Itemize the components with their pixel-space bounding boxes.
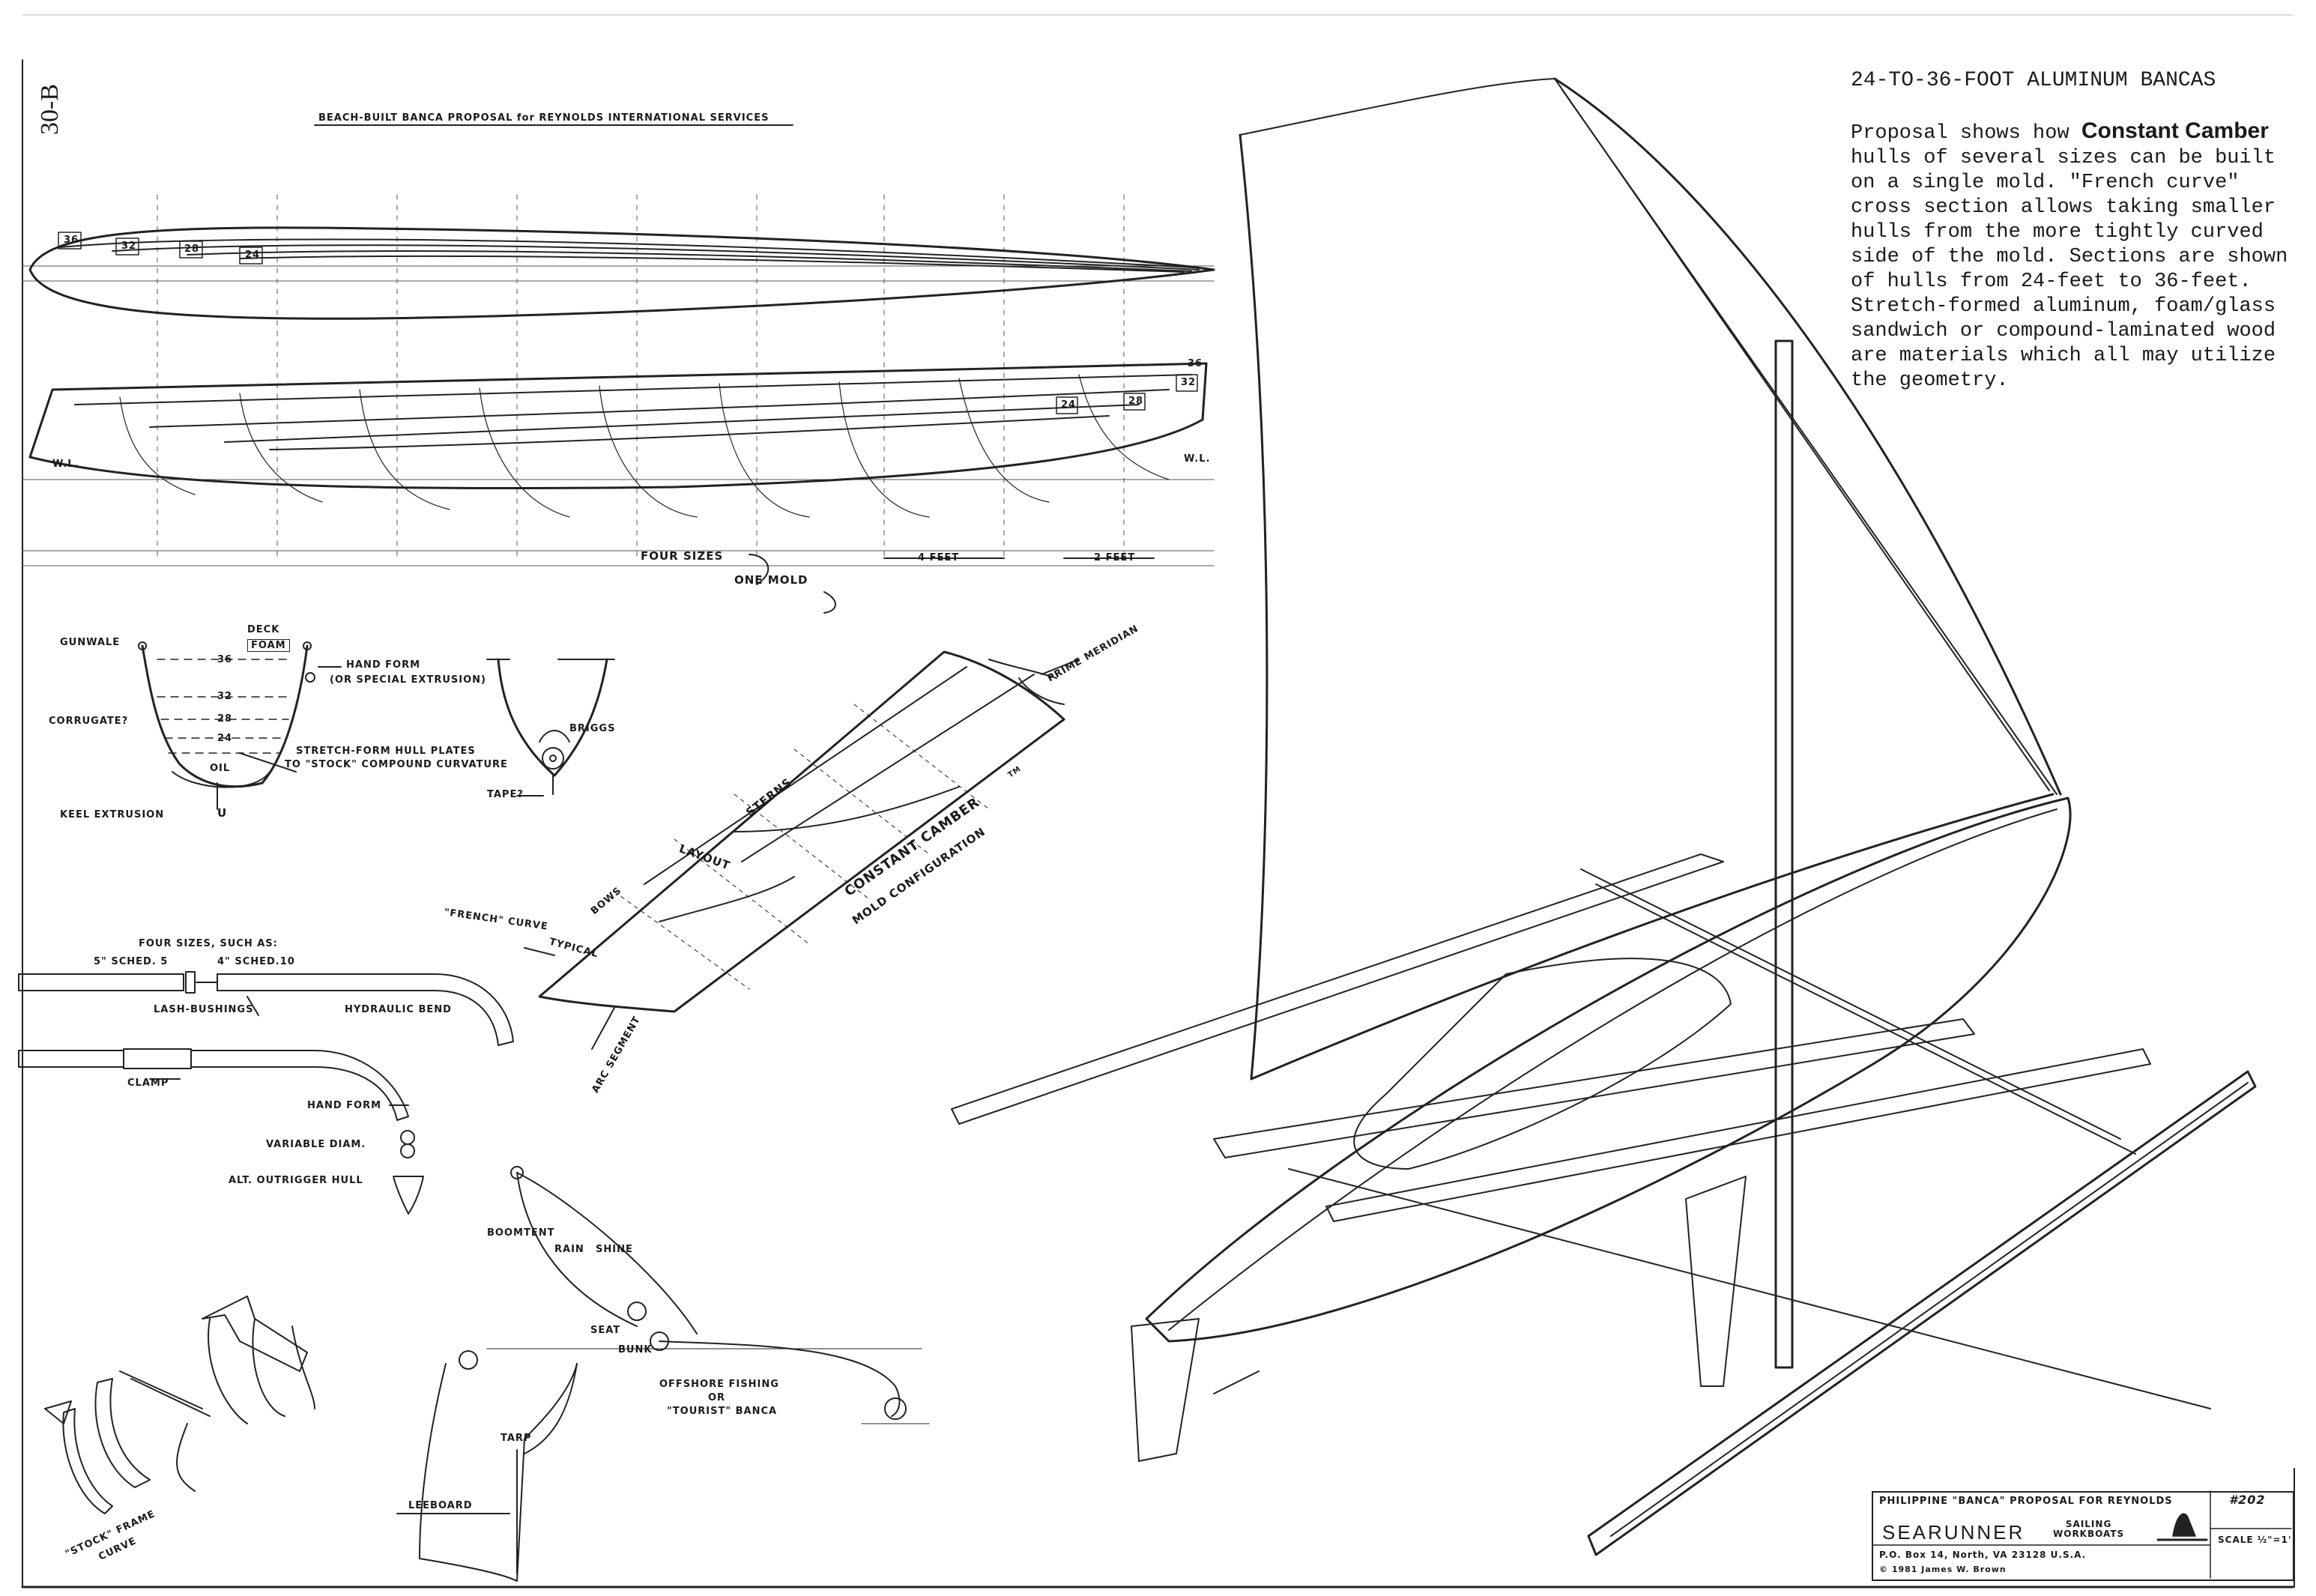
gunwale-label: GUNWALE — [60, 637, 121, 648]
size-tag-32: 32 — [121, 241, 137, 252]
rain-label: RAIN — [554, 1244, 584, 1255]
drawing-number: #202 — [2229, 1493, 2266, 1507]
clamp-label: CLAMP — [127, 1077, 169, 1089]
size-tag-36: 36 — [64, 235, 79, 246]
special-extrusion-label: (OR SPECIAL EXTRUSION) — [330, 674, 486, 686]
briggs-label: BRIGGS — [569, 723, 616, 734]
profile-tag-28: 28 — [1128, 396, 1144, 407]
deck-label: DECK — [247, 624, 280, 635]
alt-outrigger-label: ALT. OUTRIGGER HULL — [229, 1175, 363, 1186]
dimension-2-feet: 2 FEET — [1094, 552, 1136, 563]
variable-diameter-label: VARIABLE DIAM. — [266, 1139, 366, 1150]
hand-form-label: HAND FORM — [346, 659, 421, 671]
cross-section — [138, 641, 615, 810]
hull-plan-view — [22, 124, 1215, 614]
sched-5-label: 5" SCHED. 5 — [94, 956, 169, 967]
stretch-form-label-1: STRETCH-FORM HULL PLATES — [296, 746, 476, 757]
title-block-address: P.O. Box 14, North, VA 23128 U.S.A. — [1879, 1550, 2087, 1560]
keel-extrusion-label: KEEL EXTRUSION — [60, 809, 165, 820]
section-size-28: 28 — [217, 713, 233, 725]
tube-hand-form-label: HAND FORM — [307, 1100, 382, 1111]
waterline-right: W.L. — [1184, 453, 1211, 465]
scale-label: SCALE ½"=1' — [2218, 1535, 2292, 1545]
or-label: OR — [708, 1392, 726, 1403]
size-tag-24: 24 — [245, 250, 261, 261]
boomtent-section — [396, 1166, 930, 1582]
tarp-label: TARP — [501, 1433, 532, 1444]
page-number: 30-B — [36, 84, 64, 135]
tube-sizes-label: FOUR SIZES, SUCH AS: — [139, 938, 278, 949]
stretch-form-label-2: TO "STOCK" COMPOUND CURVATURE — [285, 759, 508, 770]
foam-label: FOAM — [247, 639, 290, 652]
seat-label: SEAT — [590, 1325, 621, 1336]
title-block-copyright: © 1981 James W. Brown — [1879, 1565, 2007, 1574]
keel-mark: U — [217, 806, 228, 820]
one-mold-label: ONE MOLD — [734, 573, 808, 587]
oil-label: OIL — [210, 763, 231, 774]
four-sizes-label: FOUR SIZES — [641, 549, 724, 563]
brand-subtitle-line-2: WORKBOATS — [2053, 1529, 2125, 1539]
tourist-banca-label: "TOURIST" BANCA — [667, 1406, 778, 1417]
section-size-24: 24 — [217, 733, 233, 744]
section-size-36: 36 — [217, 654, 233, 665]
description-text: Proposal shows how Constant Camber hulls… — [1851, 118, 2300, 393]
bunk-label: BUNK — [618, 1344, 653, 1355]
crossbeam-tubes — [18, 971, 514, 1215]
title-block-lines — [1872, 1490, 2292, 1579]
stock-frame-parts — [44, 1296, 315, 1514]
sched-10-label: 4" SCHED.10 — [217, 956, 295, 967]
hydraulic-bend-label: HYDRAULIC BEND — [345, 1004, 452, 1015]
corrugate-label: CORRUGATE? — [49, 716, 129, 727]
brand-subtitle-line-1: SAILING — [2065, 1519, 2112, 1529]
size-tag-28: 28 — [184, 244, 200, 255]
brand-name: SEARUNNER — [1882, 1521, 2025, 1544]
profile-tag-32: 32 — [1181, 377, 1197, 388]
dimension-4-feet: 4 FEET — [918, 552, 960, 563]
title-block — [1872, 1491, 2294, 1581]
waterline-left: W.L. — [52, 459, 79, 470]
boomtent-label: BOOMTENT — [487, 1227, 555, 1239]
profile-tag-24: 24 — [1061, 399, 1077, 411]
tape-label: TAPE? — [487, 789, 524, 800]
sailing-banca — [951, 77, 2257, 1556]
description-line-1: Proposal shows how — [1851, 122, 2081, 145]
description-emphasis: Constant Camber — [2081, 118, 2269, 143]
shine-label: SHINE — [596, 1244, 633, 1255]
constant-camber-mold — [524, 650, 1080, 1050]
title-block-proposal: PHILIPPINE "BANCA" PROPOSAL FOR REYNOLDS — [1879, 1496, 2173, 1507]
description-title: 24-TO-36-FOOT ALUMINUM BANCAS — [1851, 69, 2216, 92]
lash-bushings-label: LASH-BUSHINGS — [154, 1004, 254, 1015]
leeboard-label: LEEBOARD — [408, 1500, 473, 1511]
offshore-fishing-label: OFFSHORE FISHING — [659, 1379, 779, 1390]
profile-tag-36: 36 — [1188, 358, 1203, 369]
description-line-2: hulls of several sizes can be built on a… — [1851, 147, 2288, 392]
section-size-32: 32 — [217, 691, 233, 702]
hull-plan-title: BEACH-BUILT BANCA PROPOSAL for REYNOLDS … — [318, 112, 770, 124]
